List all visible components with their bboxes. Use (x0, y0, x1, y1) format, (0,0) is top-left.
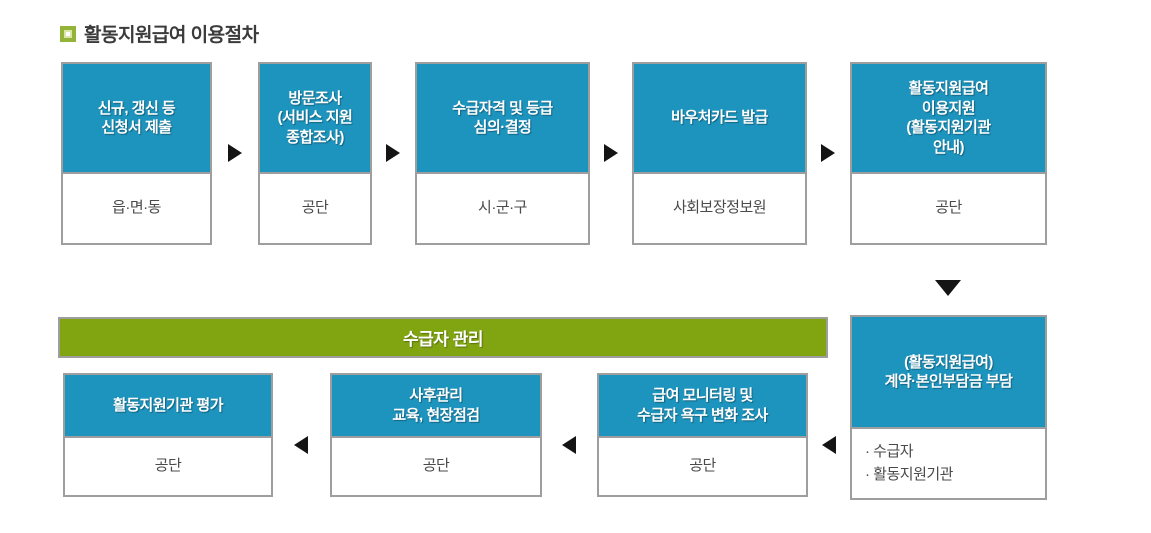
arrow-right-icon (386, 144, 400, 162)
actor-label: · 수급자 · 활동지원기관 (865, 443, 953, 483)
step-box-benefit-monitoring: 급여 모니터링 및 수급자 욕구 변화 조사 공단 (597, 373, 808, 497)
step-label: 바우처카드 발급 (634, 64, 805, 174)
actor-label: 시·군·구 (478, 199, 527, 217)
step-box-agency-evaluation: 활동지원기관 평가 공단 (63, 373, 273, 497)
actor-label: 공단 (689, 457, 716, 475)
actor-label: 사회보장정보원 (672, 199, 767, 217)
step-label: 활동지원급여 이용지원 (활동지원기관 안내) (852, 64, 1045, 174)
step-label: 방문조사 (서비스 지원 종합조사) (260, 64, 370, 174)
actor-label: 공단 (935, 199, 962, 217)
step-box-visit-survey: 방문조사 (서비스 지원 종합조사) 공단 (258, 62, 372, 245)
step-label: 신규, 갱신 등 신청서 제출 (63, 64, 210, 174)
step-box-contract-copay: (활동지원급여) 계약·본인부담금 부담 · 수급자 · 활동지원기관 (850, 315, 1047, 500)
arrow-left-icon (562, 436, 576, 454)
actor-label: 읍·면·동 (112, 199, 161, 217)
arrow-left-icon (294, 436, 308, 454)
step-label: 활동지원기관 평가 (65, 375, 271, 438)
arrow-left-icon (822, 436, 836, 454)
step-label: (활동지원급여) 계약·본인부담금 부담 (852, 317, 1045, 429)
actor-label: 공단 (422, 457, 450, 475)
step-box-follow-up: 사후관리 교육, 현장점검 공단 (330, 373, 542, 497)
step-box-voucher-card: 바우처카드 발급 사회보장정보원 (632, 62, 807, 245)
step-label: 수급자격 및 등급 심의·결정 (417, 64, 588, 174)
arrow-right-icon (604, 144, 618, 162)
step-label: 사후관리 교육, 현장점검 (332, 375, 540, 438)
diagram-title: 활동지원급여 이용절차 (84, 25, 259, 46)
recipient-management-bar: 수급자 관리 (58, 317, 828, 358)
step-box-eligibility-decision: 수급자격 및 등급 심의·결정 시·군·구 (415, 62, 590, 245)
step-box-usage-support: 활동지원급여 이용지원 (활동지원기관 안내) 공단 (850, 62, 1047, 245)
diagram-title-row: 활동지원급여 이용절차 (60, 20, 259, 47)
step-box-application: 신규, 갱신 등 신청서 제출 읍·면·동 (61, 62, 212, 245)
step-label: 급여 모니터링 및 수급자 욕구 변화 조사 (599, 375, 806, 438)
arrow-right-icon (821, 144, 835, 162)
arrow-down-icon (935, 280, 961, 296)
actor-label: 공단 (301, 199, 329, 217)
square-bullet-icon (60, 25, 76, 42)
arrow-right-icon (228, 144, 242, 162)
actor-label: 공단 (154, 457, 182, 475)
